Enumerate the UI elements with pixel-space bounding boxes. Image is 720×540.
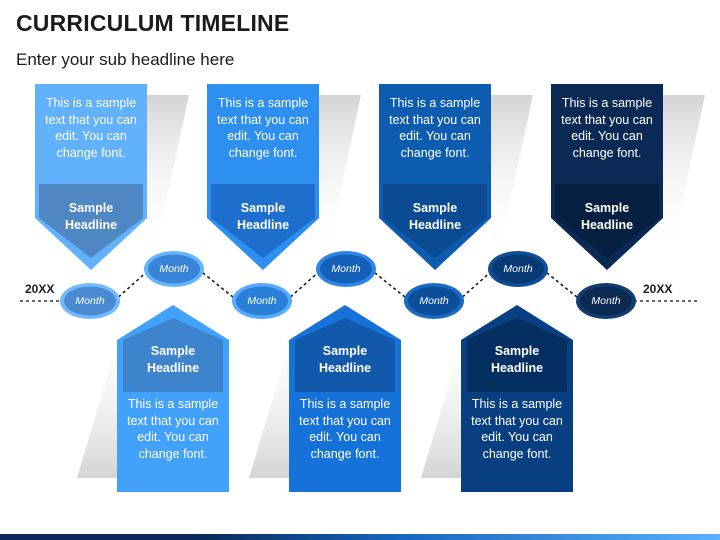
top-card-body-text: This is a sample text that you can edit.… <box>45 96 137 160</box>
year-end-label: 20XX <box>643 282 673 296</box>
top-card-body-text: This is a sample text that you can edit.… <box>389 96 481 160</box>
bottom-card-body-text: This is a sample text that you can edit.… <box>299 397 391 461</box>
top-card-headline-tab <box>39 184 143 258</box>
top-card-headline: Sample Headline <box>580 201 634 232</box>
timeline-connector <box>457 268 495 302</box>
page-subtitle: Enter your sub headline here <box>16 50 235 69</box>
top-card-headline: Sample Headline <box>236 201 290 232</box>
bottom-card-headline: Sample Headline <box>146 344 200 375</box>
bottom-card-headline-tab <box>467 318 567 392</box>
top-card-body-text: This is a sample text that you can edit.… <box>561 96 653 160</box>
year-start-label: 20XX <box>25 282 55 296</box>
month-label: Month <box>159 263 189 275</box>
month-label: Month <box>247 295 277 307</box>
month-node <box>408 286 460 316</box>
month-node <box>580 286 632 316</box>
timeline-connector <box>285 268 323 302</box>
top-card-headline: Sample Headline <box>408 201 462 232</box>
month-node <box>492 254 544 284</box>
bottom-card-headline-tab <box>295 318 395 392</box>
top-card-headline-tab <box>555 184 659 258</box>
timeline-connector <box>197 268 239 302</box>
month-node <box>148 254 200 284</box>
top-card-headline-tab <box>211 184 315 258</box>
bottom-card-headline: Sample Headline <box>318 344 372 375</box>
month-label: Month <box>503 263 533 275</box>
top-card-body-text: This is a sample text that you can edit.… <box>217 96 309 160</box>
month-label: Month <box>331 263 361 275</box>
timeline-connector <box>541 268 583 302</box>
month-node <box>236 286 288 316</box>
month-node <box>320 254 372 284</box>
bottom-card-body-text: This is a sample text that you can edit.… <box>127 397 219 461</box>
bottom-card-body-text: This is a sample text that you can edit.… <box>471 397 563 461</box>
month-label: Month <box>591 295 621 307</box>
top-card-headline-tab <box>383 184 487 258</box>
top-card-headline: Sample Headline <box>64 201 118 232</box>
bottom-accent-bar <box>0 534 720 540</box>
month-label: Month <box>419 295 449 307</box>
page-title: CURRICULUM TIMELINE <box>16 10 290 36</box>
month-label: Month <box>75 295 105 307</box>
month-node <box>64 286 116 316</box>
bottom-card-headline-tab <box>123 318 223 392</box>
bottom-card-headline: Sample Headline <box>490 344 544 375</box>
timeline-connector <box>369 268 411 302</box>
timeline-connector <box>113 268 151 302</box>
